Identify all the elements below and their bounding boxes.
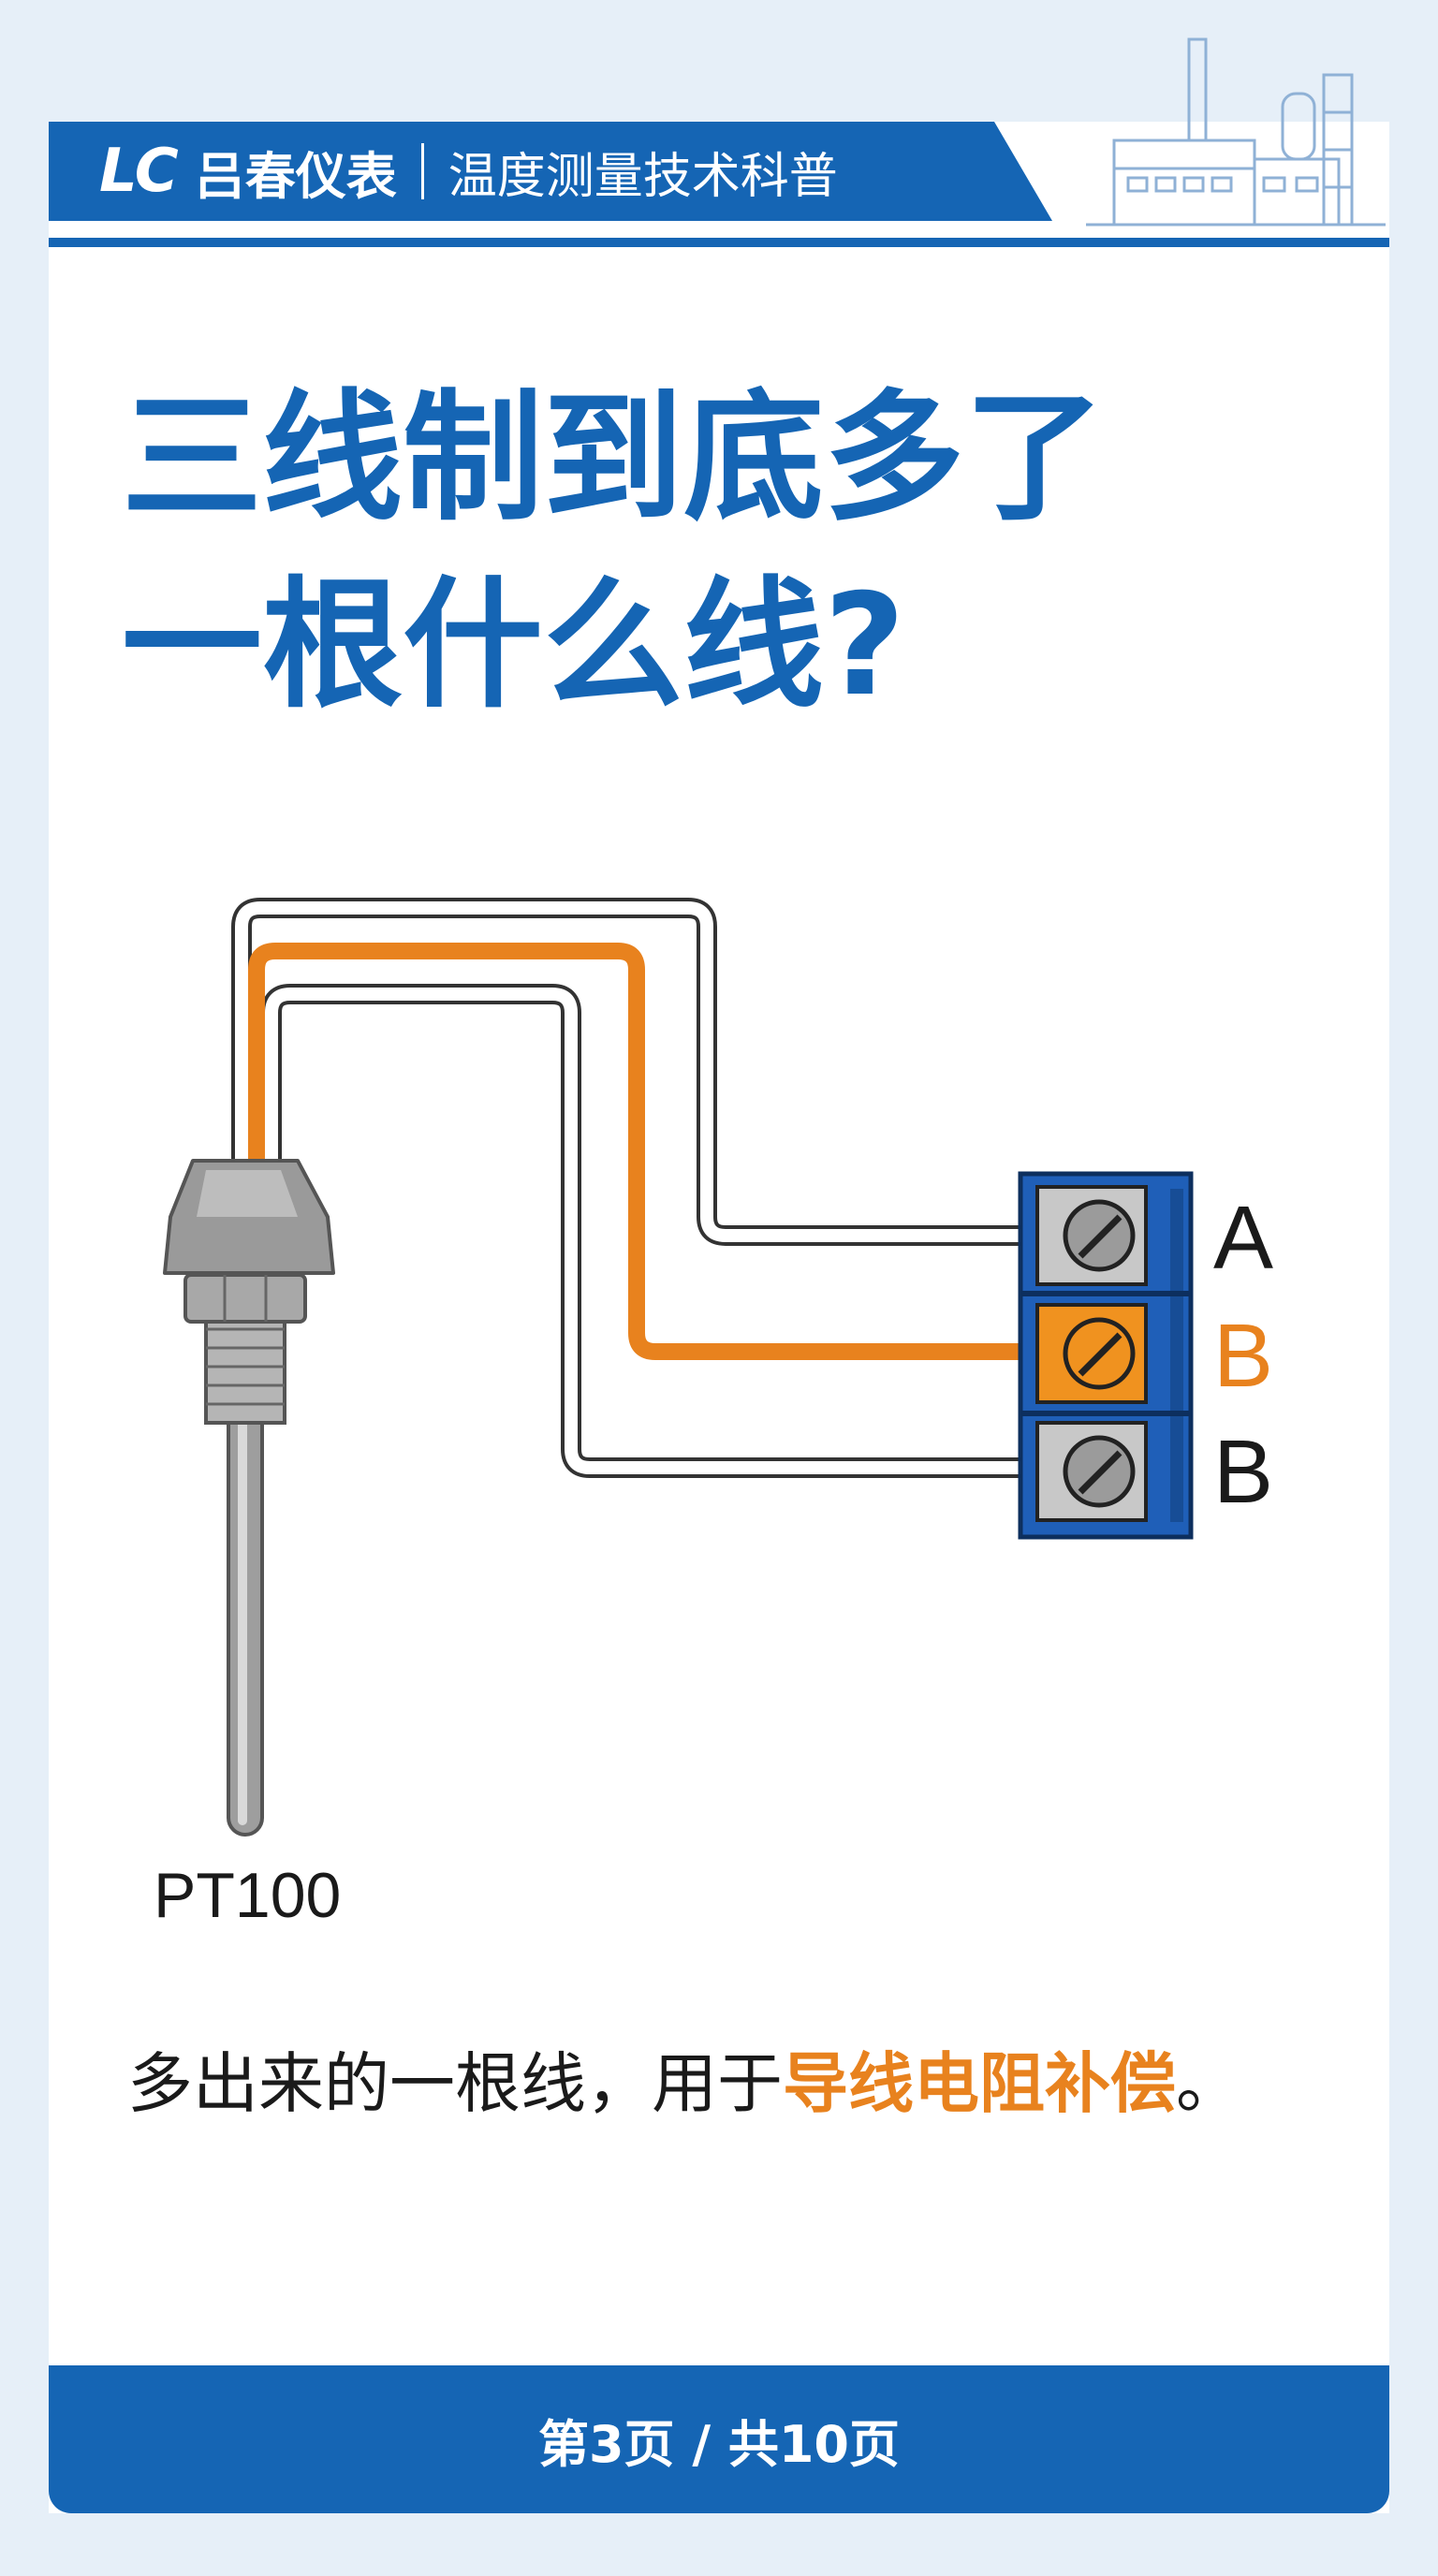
wire-a — [231, 898, 1096, 1246]
caption-highlight: 导线电阻补偿 — [783, 2045, 1176, 2122]
terminal-label-a: A — [1213, 1188, 1274, 1288]
sensor-label: PT100 — [154, 1860, 342, 1931]
header-band: LC 吕春仪表 温度测量技术科普 — [49, 122, 1052, 221]
terminal-label-b: B — [1213, 1422, 1274, 1522]
terminal-label-b-orange: B — [1213, 1306, 1274, 1406]
header-divider — [420, 143, 424, 199]
header-subtitle: 温度测量技术科普 — [448, 148, 838, 205]
brand-logo: LC — [99, 137, 179, 206]
header-underline — [49, 238, 1389, 247]
caption: 多出来的一根线，用于导线电阻补偿。 — [127, 2031, 1241, 2126]
footer-band: 第3页 / 共10页 — [49, 2365, 1389, 2513]
wire-b2 — [261, 984, 1096, 1478]
brand-name: 吕春仪表 — [194, 146, 397, 206]
caption-text: 多出来的一根线，用于 — [127, 2045, 783, 2122]
caption-end: 。 — [1176, 2045, 1241, 2122]
page-title: 三线制到底多了 一根什么线? — [122, 365, 1292, 739]
title-line-2: 一根什么线? — [122, 564, 906, 727]
page-indicator: 第3页 / 共10页 — [537, 2414, 901, 2474]
terminal-block — [1018, 1171, 1194, 1540]
wire-b1 — [248, 943, 1094, 1360]
pt100-sensor — [163, 1159, 335, 1837]
factory-illustration-icon — [1086, 37, 1386, 227]
title-line-1: 三线制到底多了 — [122, 377, 1106, 540]
